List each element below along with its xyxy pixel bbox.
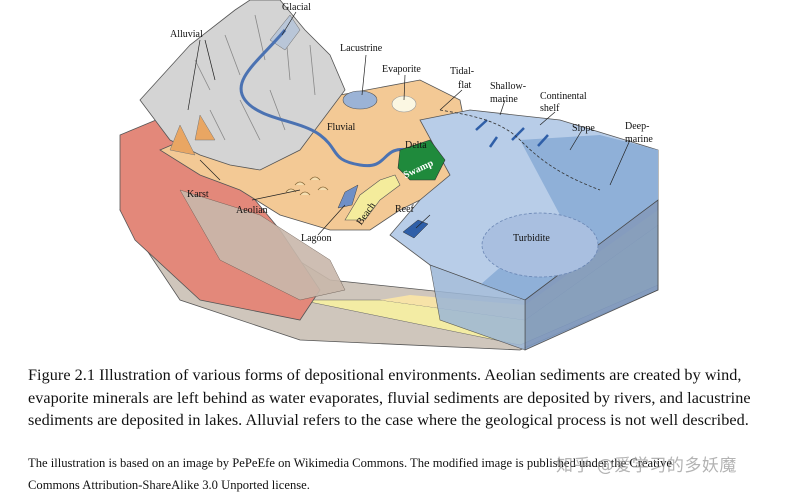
aeolian-dunes bbox=[285, 176, 329, 196]
credit-line-1: The illustration is based on an image by… bbox=[28, 456, 672, 470]
label-alluvial: Alluvial bbox=[170, 29, 203, 40]
lacustrine-lake bbox=[342, 90, 378, 110]
label-tidal-flat-1: Tidal- bbox=[450, 66, 474, 77]
turbidite-fan bbox=[481, 212, 599, 278]
label-evaporite: Evaporite bbox=[382, 64, 421, 75]
depositional-environments-illustration: Glacial Alluvial Lacustrine Evaporite Ti… bbox=[119, 0, 659, 351]
label-reef: Reef bbox=[395, 204, 415, 215]
label-glacial: Glacial bbox=[282, 2, 311, 13]
label-deep-marine-1: Deep- bbox=[625, 121, 649, 132]
label-lacustrine: Lacustrine bbox=[340, 43, 383, 54]
swamp-area bbox=[397, 139, 446, 181]
label-shallow-marine-2: marine bbox=[490, 94, 518, 105]
watermark: 知乎 @爱学习的多妖魔 bbox=[556, 456, 737, 476]
label-lagoon: Lagoon bbox=[301, 233, 332, 244]
label-shallow-marine-1: Shallow- bbox=[490, 81, 526, 92]
label-aeolian: Aeolian bbox=[236, 205, 268, 216]
label-turbidite: Turbidite bbox=[513, 233, 550, 244]
label-fluvial: Fluvial bbox=[327, 122, 356, 133]
beach-strip bbox=[344, 174, 401, 221]
credit-line-2: Commons Attribution-ShareAlike 3.0 Unpor… bbox=[28, 478, 310, 492]
label-deep-marine-2: marine bbox=[625, 134, 653, 145]
label-delta: Delta bbox=[405, 140, 427, 151]
label-continental-shelf-2: shelf bbox=[540, 103, 560, 114]
lagoon-water bbox=[337, 184, 359, 209]
figure-caption: Figure 2.1 Illustration of various forms… bbox=[28, 366, 751, 429]
label-continental-shelf-1: Continental bbox=[540, 91, 587, 102]
reef-patch bbox=[402, 219, 429, 239]
label-slope: Slope bbox=[572, 123, 595, 134]
label-tidal-flat-2: flat bbox=[458, 80, 472, 91]
label-karst: Karst bbox=[187, 189, 209, 200]
